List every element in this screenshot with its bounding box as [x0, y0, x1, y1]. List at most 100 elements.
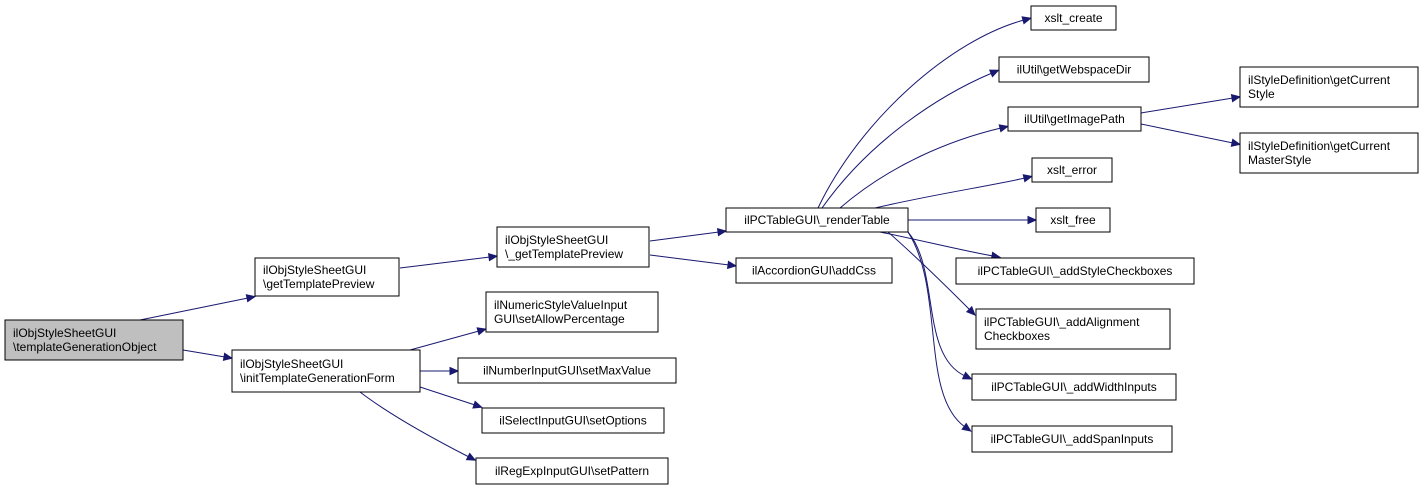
arrowhead	[961, 371, 973, 380]
edge-_renderTable-to-_addAlignmentCheckboxes	[887, 231, 976, 316]
node-box	[496, 226, 650, 268]
node-get-webspace-dir[interactable]: ilUtil\getWebspaceDir	[998, 56, 1150, 83]
node-box	[231, 349, 421, 393]
node-label-line: Checkboxes	[984, 329, 1050, 343]
arrowhead	[222, 352, 234, 361]
node-label-line: ilObjStyleSheetGUI	[13, 326, 116, 340]
node-box	[971, 373, 1177, 401]
node-box	[1007, 106, 1142, 132]
edge-line	[182, 349, 226, 358]
node-label-line: ilPCTableGUI\_addAlignment	[984, 315, 1140, 329]
arrowhead	[472, 400, 483, 409]
node-label-line: xslt_error	[1047, 163, 1097, 177]
edge-line	[1140, 97, 1234, 114]
edge-line	[887, 231, 971, 311]
edge-_renderTable-to-getWebspaceDir	[821, 69, 1000, 209]
node-box	[975, 308, 1171, 350]
node-template-generation-object[interactable]: ilObjStyleSheetGUI\templateGenerationObj…	[4, 319, 184, 361]
edge-line	[817, 19, 1025, 209]
arrowhead	[476, 327, 487, 336]
node-label-line: ilRegExpInputGUI\setPattern	[495, 464, 649, 478]
edge-line	[821, 72, 993, 209]
node-box	[1239, 66, 1419, 108]
edge-line	[879, 231, 994, 257]
edge-line	[359, 391, 470, 458]
arrowhead	[961, 422, 972, 432]
node-set-options[interactable]: ilSelectInputGUI\setOptions	[481, 407, 665, 434]
arrowhead	[1027, 215, 1038, 225]
edge-getTemplatePreview-to-_getTemplatePreview	[399, 252, 499, 269]
edge-line	[409, 330, 480, 351]
node-set-allow-percentage[interactable]: ilNumericStyleValueInputGUI\setAllowPerc…	[485, 291, 659, 333]
edge-root-to-getTemplatePreview	[139, 294, 257, 321]
node-box	[725, 207, 909, 233]
node-label-line: ilAccordionGUI\addCss	[752, 264, 876, 278]
node-box	[1031, 157, 1113, 183]
edge-_getTemplatePreview-to-addCss	[649, 254, 738, 270]
node-label-line: xslt_create	[1044, 11, 1102, 25]
node-label-line: ilPCTableGUI\_addWidthInputs	[991, 380, 1156, 394]
node-box	[971, 425, 1173, 453]
node-label-line: ilNumberInputGUI\setMaxValue	[483, 364, 651, 378]
node-set-pattern[interactable]: ilRegExpInputGUI\setPattern	[475, 457, 669, 485]
node-label-line: ilObjStyleSheetGUI	[240, 357, 343, 371]
node-label-line: ilObjStyleSheetGUI	[505, 233, 608, 247]
node-box	[955, 257, 1195, 285]
node-add-span-inputs[interactable]: ilPCTableGUI\_addSpanInputs	[971, 425, 1173, 453]
edge-root-to-initTemplateGenerationForm	[182, 349, 234, 361]
node-box	[1030, 5, 1117, 31]
edge-line	[839, 127, 1002, 209]
node-label-line: ilObjStyleSheetGUI	[263, 263, 366, 277]
edge-initTemplateGenerationForm-to-setAllowPercentage	[409, 327, 487, 351]
node-box	[457, 357, 677, 384]
node-label-line: ilStyleDefinition\getCurrent	[1248, 139, 1391, 153]
node-label-line: ilStyleDefinition\getCurrent	[1248, 73, 1391, 87]
node-label-line: GUI\setAllowPercentage	[494, 312, 625, 326]
node-xslt-free[interactable]: xslt_free	[1035, 207, 1111, 233]
arrowhead	[245, 294, 257, 303]
node-set-max-value[interactable]: ilNumberInputGUI\setMaxValue	[457, 357, 677, 384]
edge-line	[649, 231, 720, 242]
edge-line	[1140, 123, 1234, 144]
node-add-style-checkboxes[interactable]: ilPCTableGUI\_addStyleCheckboxes	[955, 257, 1195, 285]
node-add-css[interactable]: ilAccordionGUI\addCss	[735, 257, 893, 284]
node-label-line: ilNumericStyleValueInput	[494, 298, 628, 312]
node-label-line: ilPCTableGUI\_addStyleCheckboxes	[978, 264, 1173, 278]
node-xslt-create[interactable]: xslt_create	[1030, 5, 1117, 31]
node-init-template-generation-form[interactable]: ilObjStyleSheetGUI\initTemplateGeneratio…	[231, 349, 421, 393]
node-box	[481, 407, 665, 434]
edge-line	[399, 256, 491, 269]
node-box	[4, 319, 184, 361]
edge-_renderTable-to-xslt_create	[817, 16, 1032, 209]
edge-_renderTable-to-_addStyleCheckboxes	[879, 231, 1002, 260]
node-xslt-error[interactable]: xslt_error	[1031, 157, 1113, 183]
node-box	[254, 257, 400, 297]
edges-layer	[139, 16, 1242, 461]
edge-line	[874, 177, 1026, 209]
arrowhead	[726, 260, 738, 270]
edge-_getTemplatePreview-to-_renderTable	[649, 227, 728, 242]
node-label-line: ilPCTableGUI\_addSpanInputs	[991, 432, 1154, 446]
node-label-line: \templateGenerationObject	[13, 340, 157, 354]
node-underscore-get-template-preview[interactable]: ilObjStyleSheetGUI\_getTemplatePreview	[496, 226, 650, 268]
arrowhead	[449, 366, 460, 376]
node-box	[998, 56, 1150, 83]
node-get-template-preview[interactable]: ilObjStyleSheetGUI\getTemplatePreview	[254, 257, 400, 297]
arrowhead	[988, 69, 1000, 78]
node-get-image-path[interactable]: ilUtil\getImagePath	[1007, 106, 1142, 132]
node-add-width-inputs[interactable]: ilPCTableGUI\_addWidthInputs	[971, 373, 1177, 401]
node-box	[735, 257, 893, 284]
edge-initTemplateGenerationForm-to-setMaxValue	[420, 366, 460, 376]
node-render-table[interactable]: ilPCTableGUI\_renderTable	[725, 207, 909, 233]
node-label-line: \_getTemplatePreview	[505, 247, 623, 261]
arrowhead	[965, 305, 976, 316]
edge-_renderTable-to-xslt_error	[874, 174, 1034, 209]
arrowhead	[998, 124, 1010, 133]
edge-_renderTable-to-getImagePath	[839, 124, 1010, 209]
edge-line	[139, 297, 249, 321]
arrowhead	[1230, 138, 1242, 147]
